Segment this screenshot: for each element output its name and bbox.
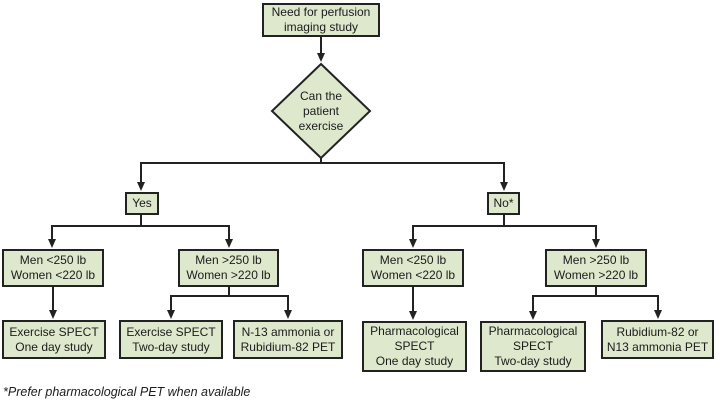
node-exercise-spect-two-day: Exercise SPECT Two-day study	[119, 320, 223, 359]
node-branch-no: No*	[487, 192, 520, 215]
connector-lines	[48, 37, 662, 320]
node-start: Need for perfusion imaging study	[262, 3, 380, 37]
node-branch-yes: Yes	[125, 192, 159, 215]
node-no-weight-under-limit: Men <250 lb Women <220 lb	[362, 249, 464, 287]
node-yes-weight-under-limit: Men <250 lb Women <220 lb	[2, 249, 104, 287]
node-pharmacological-spect-one-day: Pharmacological SPECT One day study	[362, 321, 467, 372]
decision-diamond-label: Can the patient exercise	[298, 88, 344, 133]
node-rubidium-n13-ammonia-pet: Rubidium-82 or N13 ammonia PET	[601, 320, 714, 359]
decision-diamond-shape	[270, 62, 372, 160]
node-n13-ammonia-rubidium-pet: N-13 ammonia or Rubidium-82 PET	[233, 320, 343, 359]
node-pharmacological-spect-two-day: Pharmacological SPECT Two-day study	[480, 321, 586, 372]
node-no-weight-over-limit: Men >250 lb Women >220 lb	[545, 249, 647, 287]
node-yes-weight-over-limit: Men >250 lb Women >220 lb	[178, 249, 279, 287]
node-exercise-spect-one-day: Exercise SPECT One day study	[2, 320, 106, 359]
footnote: *Prefer pharmacological PET when availab…	[3, 385, 251, 399]
